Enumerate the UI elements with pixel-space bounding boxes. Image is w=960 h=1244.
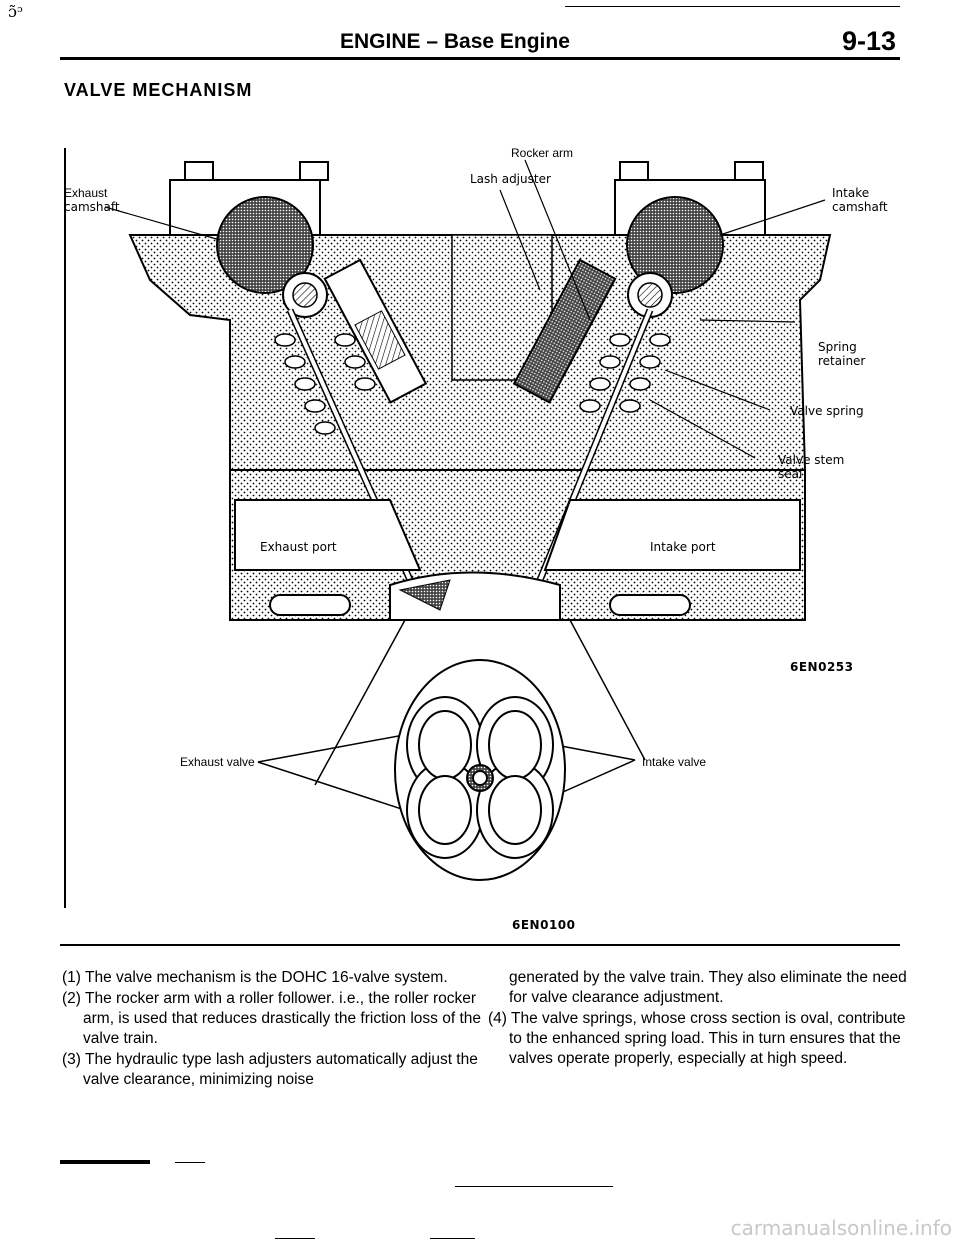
footer-mark-left (60, 1160, 150, 1164)
intake-valve-spring (579, 333, 671, 413)
intake-camshaft-label-1: Intake (832, 186, 870, 200)
intake-port-label: Intake port (650, 540, 716, 554)
body-right-column: generated by the valve train. They also … (488, 968, 908, 1070)
cylinder-head-diagram (104, 159, 832, 621)
body-item-1: (1) The valve mechanism is the DOHC 16-v… (62, 969, 448, 986)
intake-valve-label: Intake valve (642, 755, 707, 769)
rocker-arm-label: Rocker arm (511, 146, 574, 160)
exhaust-camshaft-label-2: camshaft (64, 200, 120, 214)
header-top-rule (565, 6, 900, 7)
page-number: 9-13 (842, 26, 897, 56)
intake-lash-adjuster (512, 258, 617, 404)
figure-bottom-rule (60, 944, 900, 946)
margin-scribble: ɔ̃ᵓ (8, 2, 23, 21)
intake-camshaft (626, 196, 724, 294)
header-rule (60, 57, 900, 60)
watermark: carmanualsonline.info (730, 1216, 952, 1240)
cylinder-head-combustion-face (394, 659, 566, 881)
figure-code-bottom: 6EN0100 (512, 918, 576, 932)
exhaust-valve-label: Exhaust valve (180, 755, 255, 769)
valve-layout-diagram (257, 619, 646, 881)
exhaust-port (234, 499, 422, 571)
running-header-title: ENGINE – Base Engine (340, 30, 570, 53)
exhaust-camshaft (216, 196, 314, 294)
footer-mark-4 (275, 1238, 315, 1239)
exhaust-valve-spring (274, 333, 376, 435)
spring-retainer-label-2: retainer (818, 354, 866, 368)
body-item-3: (3) The hydraulic type lash adjusters au… (62, 1051, 478, 1088)
figure-code-top: 6EN0253 (790, 660, 854, 674)
body-item-2: (2) The rocker arm with a roller followe… (62, 990, 482, 1047)
exhaust-port-label: Exhaust port (260, 540, 337, 554)
valve-spring-label: Valve spring (790, 404, 864, 418)
figure-left-border (64, 148, 66, 908)
intake-port (543, 499, 801, 571)
lash-adjuster-label: Lash adjuster (470, 172, 551, 186)
body-item-4: (4) The valve springs, whose cross secti… (488, 1010, 906, 1067)
section-title: VALVE MECHANISM (64, 80, 253, 100)
intake-camshaft-label-2: camshaft (832, 200, 888, 214)
exhaust-camshaft-label-1: Exhaust (64, 186, 108, 200)
footer-mark-2 (175, 1162, 205, 1163)
body-left-column: (1) The valve mechanism is the DOHC 16-v… (62, 968, 482, 1091)
exhaust-lash-adjuster (323, 258, 428, 404)
valve-stem-seal-label-1: Valve stem (778, 453, 845, 467)
body-continuation: generated by the valve train. They also … (509, 969, 907, 1006)
valve-stem-seal-label-2: seal (778, 467, 803, 481)
spring-retainer-label-1: Spring (818, 340, 857, 354)
footer-mark-3 (455, 1186, 613, 1187)
footer-mark-5 (430, 1238, 475, 1239)
